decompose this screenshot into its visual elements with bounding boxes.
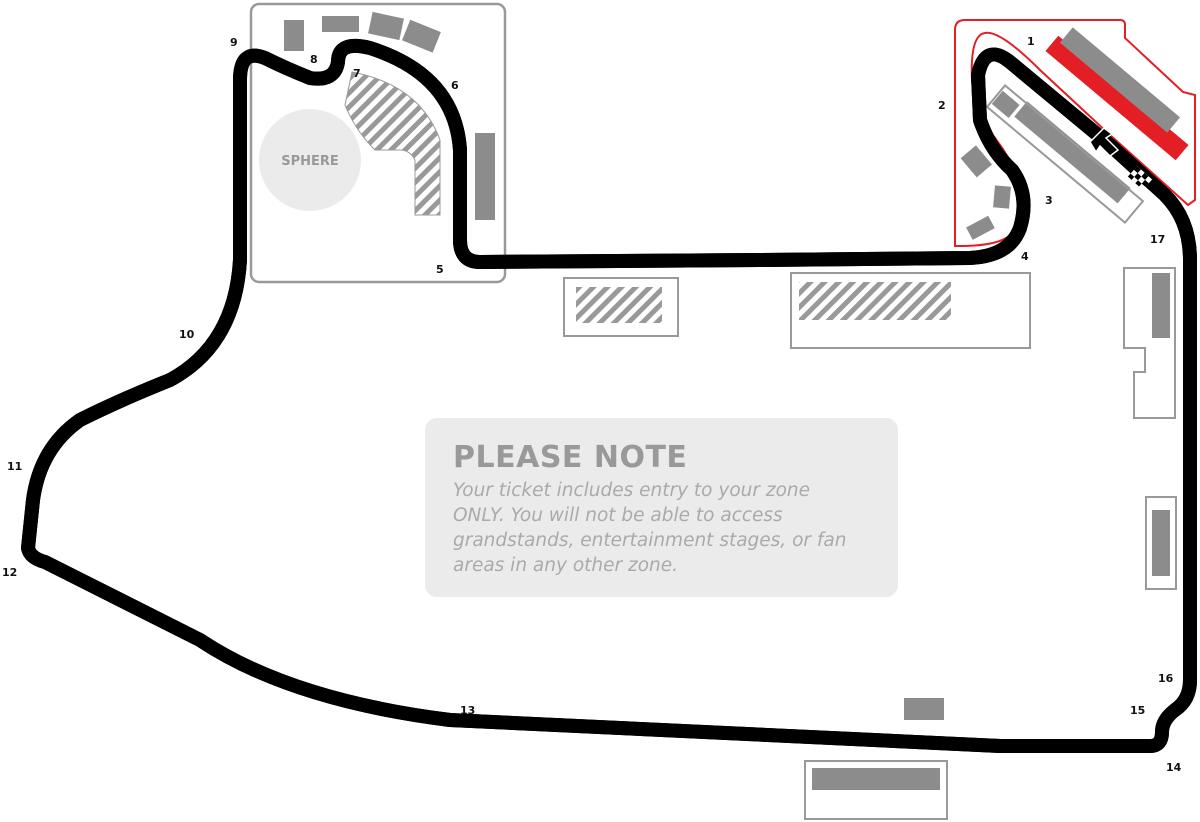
grandstand-south-small: [904, 698, 944, 720]
checkered-flag-icon: [1127, 166, 1153, 190]
turn-9: 9: [230, 36, 238, 49]
hatched-area-a: [576, 287, 662, 323]
direction-arrow-icon: [1089, 127, 1120, 157]
turn-13: 13: [460, 704, 475, 717]
zone-outline-south[interactable]: [804, 760, 948, 820]
zone-outline-straight-b[interactable]: [790, 272, 1031, 349]
turn-12: 12: [2, 566, 17, 579]
turn-11: 11: [7, 460, 22, 473]
note-body: Your ticket includes entry to your zone …: [453, 480, 847, 576]
sphere-landmark: [259, 109, 361, 211]
grandstand-south: [812, 768, 940, 790]
zone-outline-east-2[interactable]: [1145, 496, 1177, 590]
hatched-area-b: [799, 282, 951, 320]
turn-15: 15: [1130, 704, 1145, 717]
turn-3: 3: [1045, 194, 1053, 207]
grandstand-t1-main: [1059, 27, 1181, 133]
turn-2: 2: [938, 99, 946, 112]
grandstand-east-2: [1152, 510, 1170, 576]
turn-16: 16: [1158, 672, 1174, 685]
grandstands-t2-t3: [960, 90, 1131, 240]
turn-17: 17: [1150, 233, 1165, 246]
turn-8: 8: [310, 53, 318, 66]
turn-labels: 1 2 3 4 5 6 7 8 9 10 11 12 13 14 15 16 1…: [2, 35, 1182, 774]
note-title: PLEASE NOTE: [453, 440, 688, 475]
hatched-area-sphere: [344, 71, 441, 216]
turn-10: 10: [179, 328, 195, 341]
turn-7: 7: [353, 67, 361, 80]
sphere-zone-outline[interactable]: [249, 2, 507, 284]
zone-outline-east[interactable]: [1123, 267, 1176, 419]
race-track: [21, 46, 1197, 746]
selected-grandstand[interactable]: [1045, 35, 1189, 161]
turn-14: 14: [1166, 761, 1182, 774]
turn-5: 5: [436, 263, 444, 276]
please-note-panel: PLEASE NOTE Your ticket includes entry t…: [425, 418, 898, 597]
zone-outline-t3[interactable]: [985, 84, 1145, 224]
turn-1: 1: [1027, 35, 1035, 48]
turn-6: 6: [451, 79, 459, 92]
sphere-label: SPHERE: [281, 154, 339, 169]
zone-outline-straight-a[interactable]: [563, 277, 679, 337]
turn-4: 4: [1021, 250, 1029, 263]
grandstands-sphere: [284, 11, 495, 220]
grandstand-east: [1152, 273, 1170, 338]
